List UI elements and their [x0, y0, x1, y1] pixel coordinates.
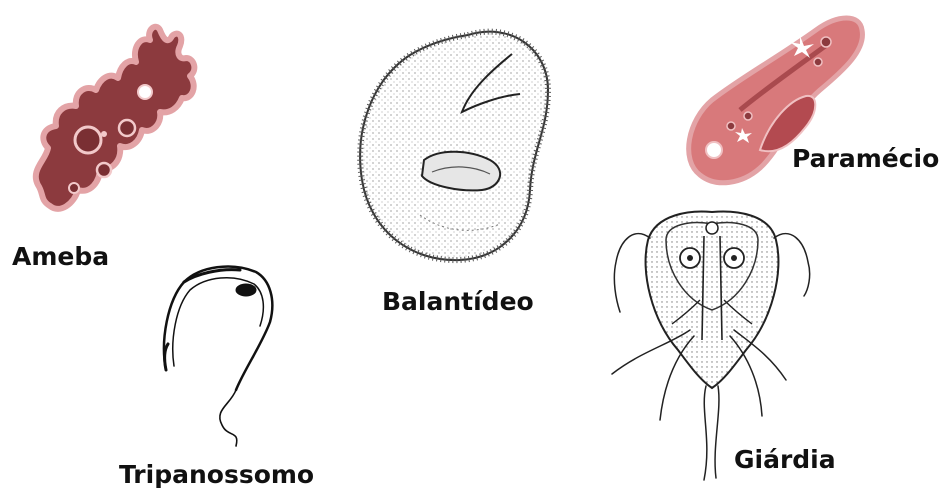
- label-tripanossomo: Tripanossomo: [119, 462, 314, 487]
- balantideo-drawing: [360, 32, 548, 260]
- label-paramecio: Paramécio: [792, 146, 939, 171]
- label-ameba: Ameba: [12, 244, 109, 269]
- ameba-drawing: [36, 27, 195, 209]
- label-giardia: Giárdia: [734, 447, 836, 472]
- giardia-drawing: [612, 212, 810, 480]
- label-balantideo: Balantídeo: [382, 289, 534, 314]
- tripanossomo-drawing: [164, 267, 272, 446]
